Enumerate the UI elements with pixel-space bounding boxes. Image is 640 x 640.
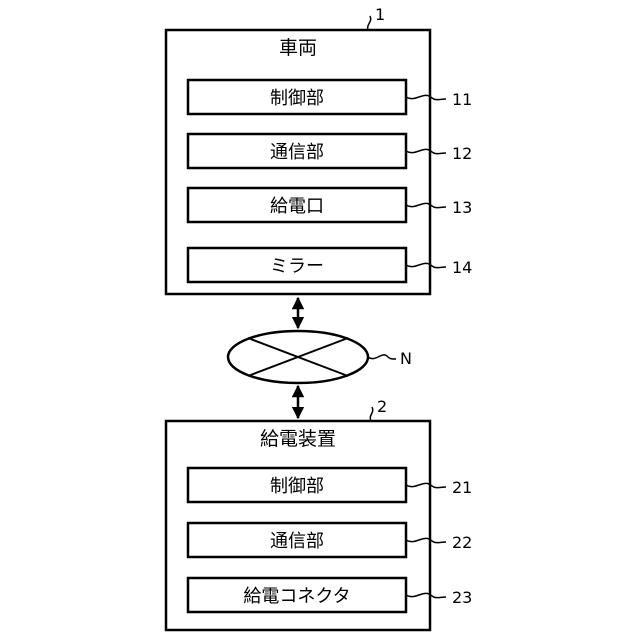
charger-item-control-ref: 21 <box>452 478 472 497</box>
charger-item-connector-ref: 23 <box>452 588 472 607</box>
charger-title: 給電装置 <box>260 428 336 450</box>
vehicle-item-charge-port-label: 給電口 <box>270 196 324 217</box>
charger-item-comm-ref: 22 <box>452 533 472 552</box>
vehicle-ref: 1 <box>375 5 385 24</box>
charger-ref: 2 <box>377 397 387 416</box>
charger-item-control-label: 制御部 <box>270 476 324 497</box>
vehicle-item-mirror-ref: 14 <box>452 258 472 277</box>
charger-item-comm-label: 通信部 <box>270 531 324 552</box>
network-node: N <box>228 331 412 383</box>
vehicle-item-control-label: 制御部 <box>270 88 324 109</box>
charger-block: 給電装置 2 制御部 21 通信部 22 給電コネクタ 23 <box>166 397 472 630</box>
vehicle-item-charge-port-ref: 13 <box>452 198 472 217</box>
network-ref-leader <box>368 355 396 359</box>
vehicle-item-comm-label: 通信部 <box>270 142 324 163</box>
vehicle-item-control-ref: 11 <box>452 90 472 109</box>
vehicle-title: 車両 <box>279 37 317 59</box>
vehicle-item-mirror-label: ミラー <box>270 256 324 277</box>
vehicle-ref-leader <box>368 16 371 30</box>
vehicle-item-comm-ref: 12 <box>452 144 472 163</box>
charger-ref-leader <box>370 407 373 421</box>
vehicle-block: 車両 1 制御部 11 通信部 12 給電口 13 ミラー 14 <box>166 5 472 294</box>
charger-item-connector-label: 給電コネクタ <box>243 586 350 607</box>
network-ref: N <box>400 349 412 368</box>
